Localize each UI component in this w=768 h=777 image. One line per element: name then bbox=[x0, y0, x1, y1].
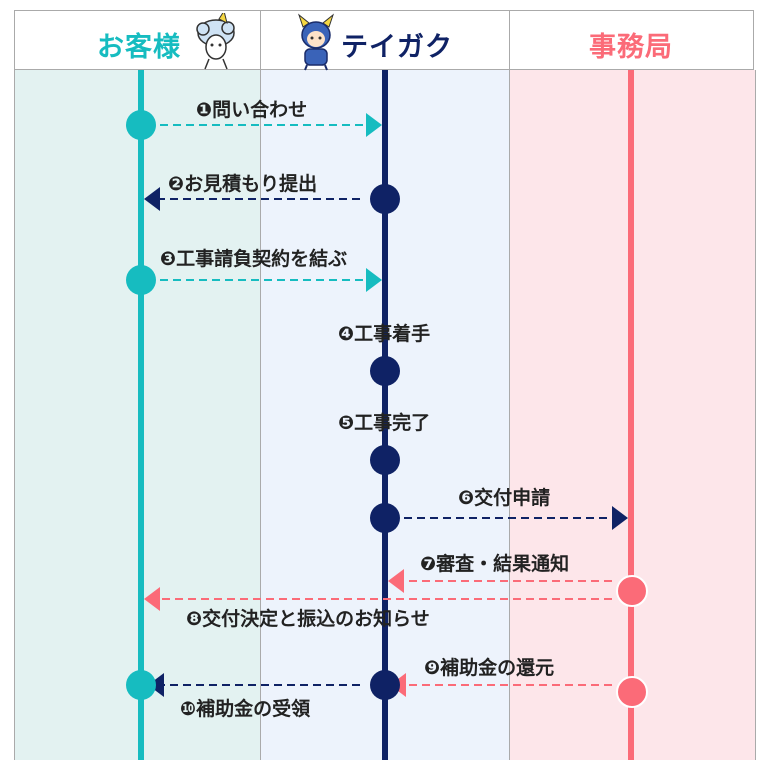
step-label-8: ❽交付決定と振込のお知らせ bbox=[186, 608, 430, 630]
arrowhead-step-8 bbox=[144, 587, 160, 611]
step-label-5: ❺工事完了 bbox=[338, 412, 431, 434]
teigaku-lifeline bbox=[382, 70, 388, 760]
arrowhead-step-7 bbox=[388, 569, 404, 593]
customer-lane bbox=[14, 70, 261, 760]
cloud-mascot-icon bbox=[191, 9, 241, 75]
teigaku-header: テイガク bbox=[260, 10, 510, 71]
step-label-1: ❶問い合わせ bbox=[196, 99, 308, 121]
customer-dot-3 bbox=[126, 265, 156, 295]
teigaku-dot-5 bbox=[370, 445, 400, 475]
customer-dot-10 bbox=[126, 670, 156, 700]
office-lifeline bbox=[628, 70, 634, 760]
step-label-10: ❿補助金の受領 bbox=[180, 698, 311, 720]
office-dot-9 bbox=[616, 676, 648, 708]
teigaku-dot-9 bbox=[370, 670, 400, 700]
step-label-7: ❼審査・結果通知 bbox=[420, 553, 570, 575]
teigaku-header-label: テイガク bbox=[341, 32, 453, 63]
step-label-3: ❸工事請負契約を結ぶ bbox=[160, 248, 348, 270]
teigaku-dot-4 bbox=[370, 356, 400, 386]
arrowhead-step-2 bbox=[144, 187, 160, 211]
teigaku-dot-2 bbox=[370, 184, 400, 214]
step-label-4: ❹工事着手 bbox=[338, 323, 431, 345]
customer-header-label: お客様 bbox=[97, 32, 181, 63]
step-label-2: ❷お見積もり提出 bbox=[168, 173, 318, 195]
teigaku-dot-6 bbox=[370, 503, 400, 533]
arrowhead-step-3 bbox=[366, 268, 382, 292]
arrowhead-step-10 bbox=[148, 673, 164, 697]
arrowhead-step-6 bbox=[612, 506, 628, 530]
customer-lifeline bbox=[138, 70, 144, 760]
step-label-6: ❻交付申請 bbox=[458, 487, 551, 509]
horned-mascot-icon bbox=[295, 13, 337, 75]
step-label-9: ❾補助金の還元 bbox=[424, 657, 555, 679]
arrowhead-step-1 bbox=[366, 113, 382, 137]
customer-dot-1 bbox=[126, 110, 156, 140]
office-header-label: 事務局 bbox=[589, 32, 673, 63]
office-dot-7 bbox=[616, 575, 648, 607]
office-header: 事務局 bbox=[509, 10, 754, 70]
